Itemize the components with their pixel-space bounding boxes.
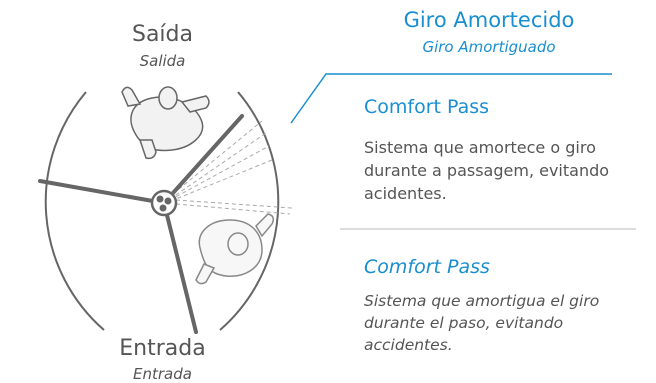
person-exiting-icon — [121, 86, 210, 160]
section-description-pt: Sistema que amortece o giro durante a pa… — [364, 138, 610, 203]
entry-label-es: Entrada — [133, 365, 192, 383]
exit-label-es: Salida — [139, 52, 186, 70]
callout-line — [290, 73, 612, 124]
turnstile-hub-icon — [150, 189, 178, 217]
person-entering-icon — [195, 213, 275, 285]
feature-title-pt: Giro Amortecido — [403, 8, 575, 32]
entry-label-pt: Entrada — [119, 336, 206, 361]
feature-title-es: Giro Amortiguado — [422, 38, 556, 56]
turnstile-arms — [38, 114, 244, 334]
section-title-pt: Comfort Pass — [364, 96, 490, 118]
right-boundary-arc — [219, 91, 280, 331]
left-boundary-arc — [44, 91, 105, 331]
section-title-es: Comfort Pass — [364, 256, 490, 278]
section-description-es: Sistema que amortigua el giro durante el… — [364, 292, 600, 354]
rotation-trail — [167, 120, 293, 215]
exit-label-pt: Saída — [131, 22, 193, 47]
